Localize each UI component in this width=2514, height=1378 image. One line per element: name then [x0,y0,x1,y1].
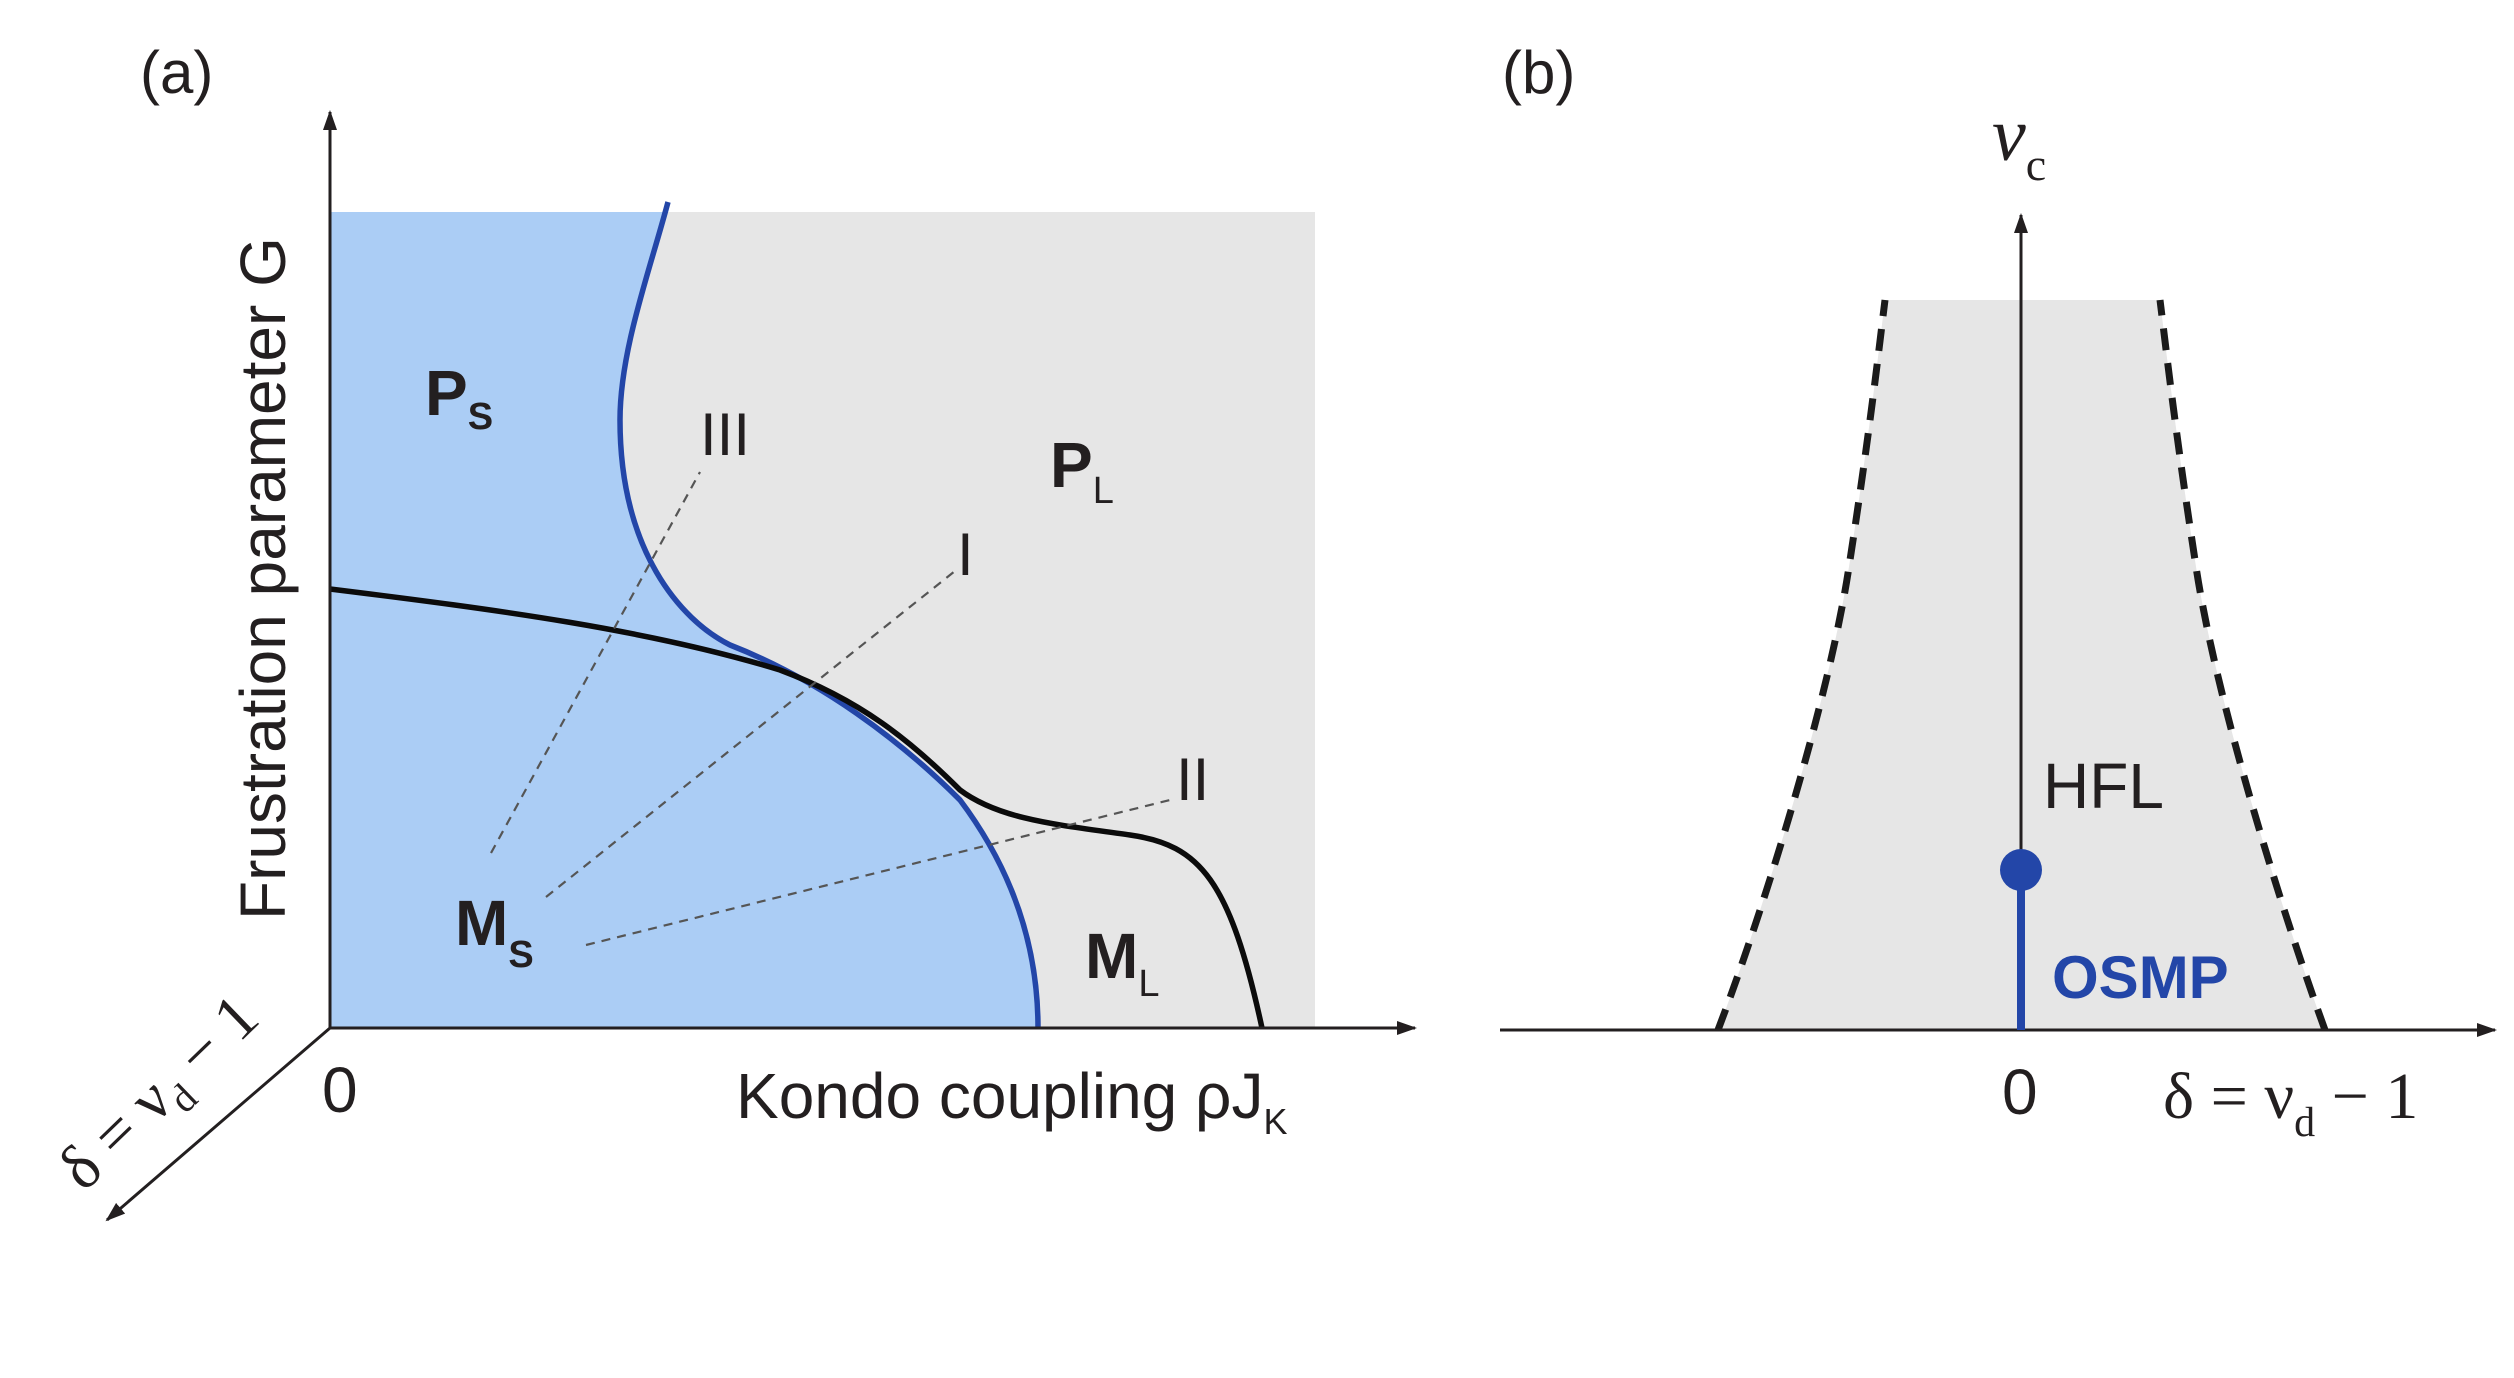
panel-b: (b) νc HFL OSMP 0 δ = νd − 1 [1500,39,2497,1146]
panel-a: (a) Frustration parameter G Kondo coupli… [44,39,1417,1222]
kondo-axis-subscript: K [1263,1101,1287,1142]
critical-point [2000,849,2042,891]
blue-phase-boundary [617,201,1041,1029]
panel-b-origin-label: 0 [2002,1056,2038,1128]
phase-p-small-label: PS [425,357,493,438]
transition-ii-label: II [1176,746,1209,813]
right-crossover-boundary [2156,299,2329,1032]
transition-iii-label: III [700,401,750,468]
black-magnetic-boundary [329,586,1265,1029]
delta-axis-b-label: δ = νd − 1 [2163,1060,2418,1146]
kondo-axis-label: Kondo coupling ρJK [736,1060,1287,1142]
delta-axis [105,1026,331,1222]
kondo-axis-text: Kondo coupling ρJ [736,1060,1263,1132]
nu-c-axis-label: νc [1992,93,2046,190]
left-crossover-boundary [1714,299,1889,1032]
panel-b-label: (b) [1502,39,1575,106]
phase-p-large-label: PL [1050,429,1114,512]
panel-a-label: (a) [140,39,213,106]
trajectory-iii-line [490,471,701,854]
trajectory-ii-line [585,798,1171,947]
g-axis-label: Frustration parameter G [227,237,299,920]
osmp-label: OSMP [2052,944,2229,1011]
trajectory-i-line [545,570,956,898]
phase-m-small-label: MS [455,887,534,976]
hfl-label: HFL [2043,750,2164,822]
transition-i-label: I [957,521,974,588]
phase-m-large-label: ML [1085,920,1159,1005]
panel-a-origin-label: 0 [322,1054,358,1126]
